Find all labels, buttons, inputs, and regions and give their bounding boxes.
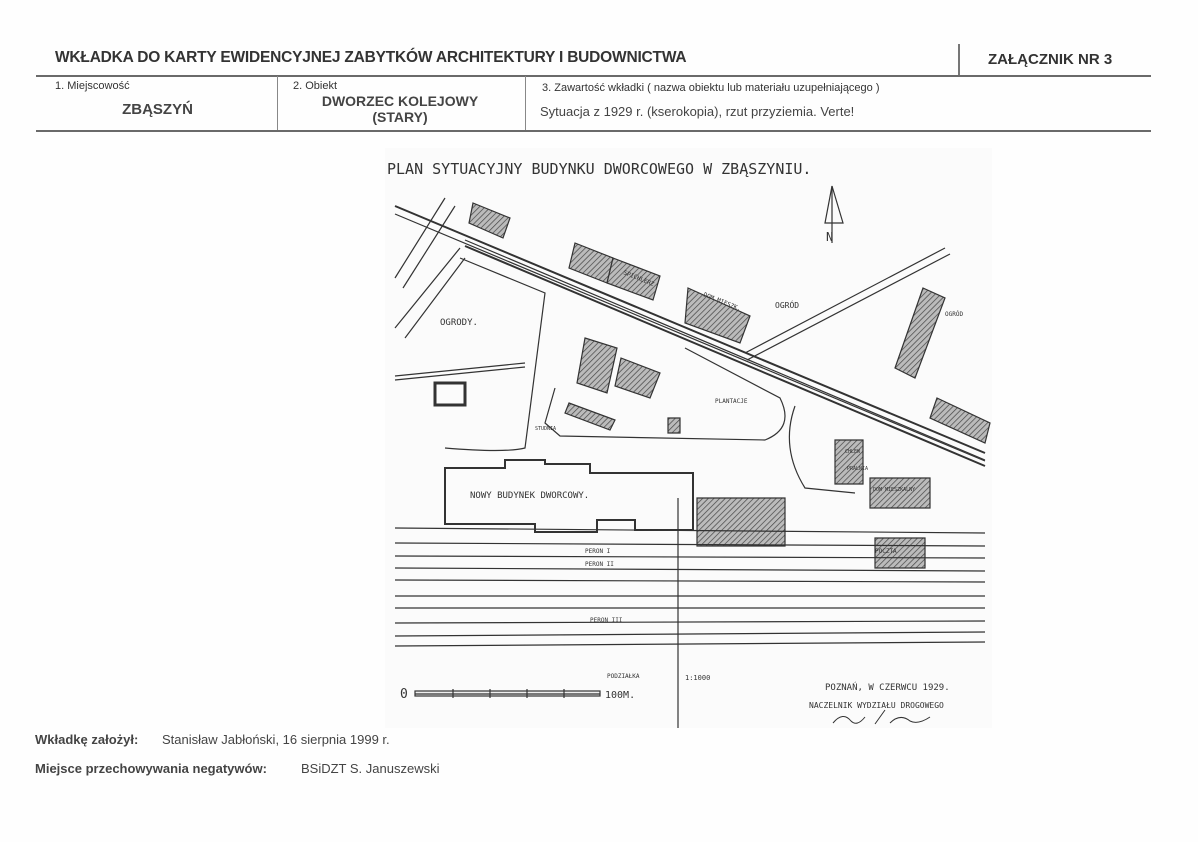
label-platform-1: PERON I (585, 548, 611, 555)
svg-text:100M.: 100M. (605, 690, 635, 701)
plantations-outline (544, 347, 786, 441)
fields-rule (36, 130, 1151, 132)
locality-value: ZBĄSZYŃ (122, 101, 193, 118)
header-divider (958, 44, 960, 76)
north-arrow-icon: N (824, 185, 844, 244)
storage-label: Miejsce przechowywania negatywów: (35, 761, 267, 776)
object-label: 2. Obiekt (293, 80, 338, 92)
scale-ratio: 1:1000 (685, 674, 710, 682)
label-post: POCZTA (875, 548, 897, 555)
label-laundry: PRALNIA (847, 466, 868, 472)
created-value: Stanisław Jabłoński, 16 sierpnia 1999 r. (162, 732, 390, 747)
svg-text:N: N (826, 230, 833, 244)
label-garden: OGRÓD (775, 299, 799, 310)
power-station-building (433, 381, 467, 407)
locality-label: 1. Miejscowość (55, 80, 130, 92)
path-outline (788, 405, 856, 494)
scale-label: PODZIAŁKA (607, 673, 640, 680)
label-platform-2: PERON II (585, 561, 614, 568)
object-value-line1: DWORZEC KOLEJOWY (321, 93, 479, 109)
cell-divider (525, 76, 526, 131)
scale-bar: 0 100M. PODZIAŁKA 1:1000 (400, 673, 710, 702)
gardens-outline (444, 257, 546, 452)
storage-value: BSiDZT S. Januszewski (301, 761, 440, 776)
object-value-line2: (STARY) (372, 109, 428, 125)
buildings (468, 202, 991, 569)
signature (832, 709, 931, 725)
label-residential: DOM MIESZKALNY (873, 487, 915, 493)
svg-text:0: 0 (400, 687, 408, 702)
label-plantings: PLANTACJE (715, 398, 748, 405)
signatory: NACZELNIK WYDZIAŁU DROGOWEGO (809, 701, 944, 710)
label-pigsty: CHLEW (845, 449, 861, 455)
road-diagonal (394, 197, 986, 467)
attachment-number: ZAŁĄCZNIK NR 3 (988, 51, 1113, 68)
content-value: Sytuacja z 1929 r. (kserokopia), rzut pr… (540, 104, 855, 119)
label-well: STUDNIA (535, 426, 556, 432)
place-date: POZNAŃ, W CZERWCU 1929. (825, 681, 950, 693)
label-platform-3: PERON III (590, 617, 623, 624)
site-plan-scan: PLAN SYTUACYJNY BUDYNKU DWORCOWEGO W ZBĄ… (385, 148, 992, 728)
plan-title: PLAN SYTUACYJNY BUDYNKU DWORCOWEGO W ZBĄ… (387, 160, 811, 178)
cell-divider (277, 76, 278, 131)
label-new-building: NOWY BUDYNEK DWORCOWY. (470, 491, 589, 501)
label-gardens: OGRODY. (440, 318, 478, 328)
railway-tracks (394, 498, 986, 728)
document-title: WKŁADKA DO KARTY EWIDENCYJNEJ ZABYTKÓW A… (55, 49, 687, 66)
created-label: Wkładkę założył: (35, 732, 139, 747)
fence (394, 362, 526, 377)
label-garden-2: OGRÓD (945, 311, 963, 318)
header-rule (36, 75, 1151, 77)
content-label: 3. Zawartość wkładki ( nazwa obiektu lub… (542, 82, 880, 94)
